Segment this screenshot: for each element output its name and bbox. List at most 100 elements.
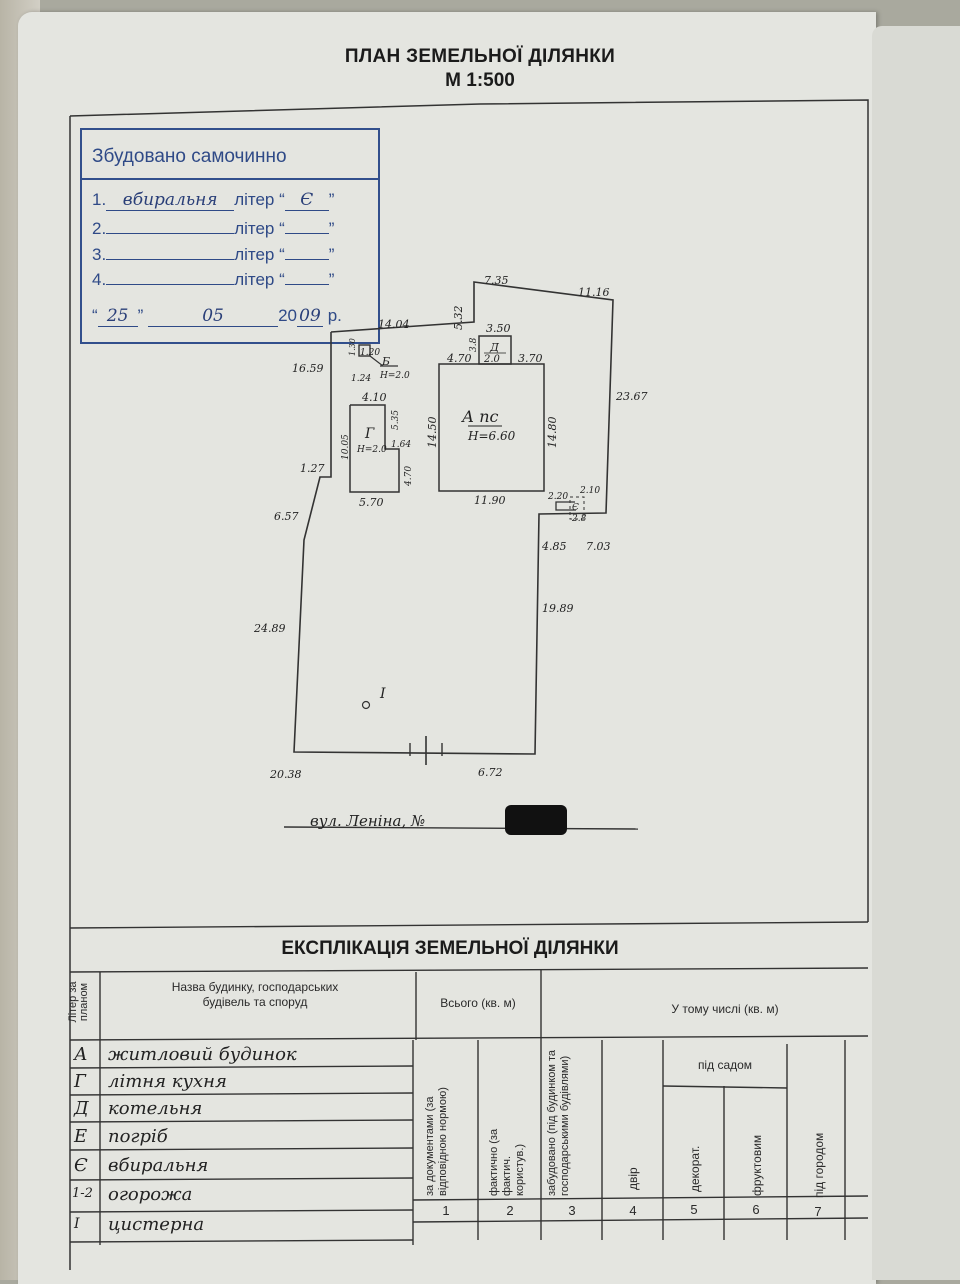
building-ye [555, 501, 576, 511]
header-including: У тому числі (кв. м) [671, 1002, 779, 1016]
building-b-height: Н=2.0 [379, 371, 410, 381]
row-name: вбиральня [108, 1155, 209, 1176]
stamp-date-day: 25 [97, 306, 138, 327]
header-total: Всього (кв. м) [440, 996, 516, 1010]
dim-label: 2.20 [547, 492, 568, 502]
dim-label: 11.16 [578, 286, 610, 299]
page-title: ПЛАН ЗЕМЕЛЬНОЇ ДІЛЯНКИ [344, 46, 616, 67]
header-litera: Літер за планом [67, 981, 90, 1023]
dim-label: 14.80 [546, 417, 559, 449]
stamp-row-litera [284, 217, 329, 234]
plot-boundary [293, 281, 614, 755]
building-a-height: Н=6.60 [467, 429, 516, 443]
dim-label: 11.90 [474, 494, 506, 507]
column-number: 6 [752, 1202, 760, 1217]
dim-label: 1.27 [300, 462, 325, 475]
header-name: Назва будинку, господарських будівель та… [171, 980, 339, 1009]
header-decor: декорат. [688, 1145, 702, 1192]
row-name: огорожа [108, 1184, 193, 1205]
well-icon [361, 700, 371, 710]
dim-label: 14.50 [426, 417, 439, 449]
dim-label: 4.85 [541, 540, 567, 553]
row-litera: Г [74, 1071, 86, 1092]
well-label: І [379, 686, 386, 702]
header-vegetable: під городом [812, 1132, 826, 1198]
dim-label: 6.57 [274, 510, 299, 523]
stamp-row: 4.літер “” [92, 268, 335, 289]
row-litera: 1-2 [72, 1186, 93, 1201]
dim-label: 5.70 [359, 496, 384, 509]
dim-label: 1.64 [391, 440, 411, 450]
dim-label: 2.8 [571, 514, 587, 524]
header-yard: двір [626, 1167, 640, 1190]
row-name: житловий будинок [108, 1044, 297, 1065]
dim-label: 7.35 [484, 274, 509, 287]
street-line [283, 826, 639, 830]
dim-label: 6.72 [478, 766, 503, 779]
dim-label: 3.50 [486, 322, 511, 335]
dim-label: 1.20 [360, 348, 380, 358]
dim-label: 19.89 [542, 602, 574, 615]
building-d [478, 335, 512, 365]
building-g [349, 404, 400, 493]
building-d-litera: Д [489, 341, 500, 354]
street-label: вул. Леніна, № [310, 812, 425, 830]
dim-label: 2.10 [579, 486, 600, 496]
stamp-row-name: вбиральня [106, 190, 235, 211]
dim-label: 3.70 [518, 352, 543, 365]
building-g-height: Н=2.0 [356, 445, 387, 455]
dim-label: 16.59 [292, 362, 324, 375]
stamp-row-name [106, 268, 235, 285]
column-number: 4 [629, 1203, 637, 1218]
stamp-row-litera [284, 243, 329, 260]
document-page [18, 12, 876, 1284]
plan-frame [69, 99, 869, 922]
header-actual: фактично (за фактич. користув.) [488, 1128, 526, 1196]
explication-title: ЕКСПЛІКАЦІЯ ЗЕМЕЛЬНОЇ ДІЛЯНКИ [281, 938, 619, 959]
row-name: цистерна [108, 1214, 205, 1235]
stamp-row: 3.літер “” [92, 243, 335, 264]
explication-table-grid [69, 921, 869, 1245]
header-by-docs: за документами (за відповідною нормою) [424, 1087, 449, 1196]
building-a-litera: А пс [461, 407, 499, 426]
stamp-row-litera [284, 268, 329, 285]
row-litera: Є [74, 1155, 88, 1176]
header-under-garden: під садом [697, 1058, 753, 1072]
row-litera: Е [74, 1126, 88, 1147]
dim-label: 1.30 [348, 338, 357, 356]
stamp-divider [82, 178, 378, 180]
stamp-row-name [106, 217, 235, 234]
building-b-litera: Б [381, 355, 390, 368]
building-ye-litera: Є [572, 503, 579, 513]
stamp-date-month: 05 [148, 306, 279, 327]
adjacent-page [872, 26, 960, 1280]
row-litera: А [74, 1044, 88, 1065]
column-number: 2 [506, 1203, 514, 1218]
dim-label: 4.10 [361, 391, 387, 404]
column-number: 3 [568, 1203, 576, 1218]
dim-label: 4.70 [446, 352, 472, 365]
dim-label: 4.70 [404, 466, 414, 487]
row-name: котельня [108, 1098, 203, 1119]
stamp-row-litera: Є [284, 190, 329, 211]
dim-label: 10.05 [341, 434, 351, 460]
dim-label: 7.03 [586, 540, 611, 553]
dim-label: 5.35 [391, 410, 401, 430]
dim-label: 23.67 [615, 390, 648, 403]
building-d-height: 2.0 [483, 354, 501, 365]
header-built: забудовано (під будинком та господарськи… [546, 1049, 571, 1196]
row-name: літня кухня [108, 1071, 227, 1092]
dim-label: 24.89 [253, 622, 286, 635]
row-litera: І [74, 1216, 80, 1232]
building-b [358, 344, 371, 357]
column-number: 7 [814, 1204, 822, 1219]
stamp-title: Збудовано самочинно [92, 146, 287, 167]
row-litera: Д [74, 1098, 89, 1119]
dim-label: 14.04 [378, 318, 410, 331]
dim-label: 3.8 [469, 337, 479, 352]
header-fruit: фруктовим [750, 1134, 764, 1196]
